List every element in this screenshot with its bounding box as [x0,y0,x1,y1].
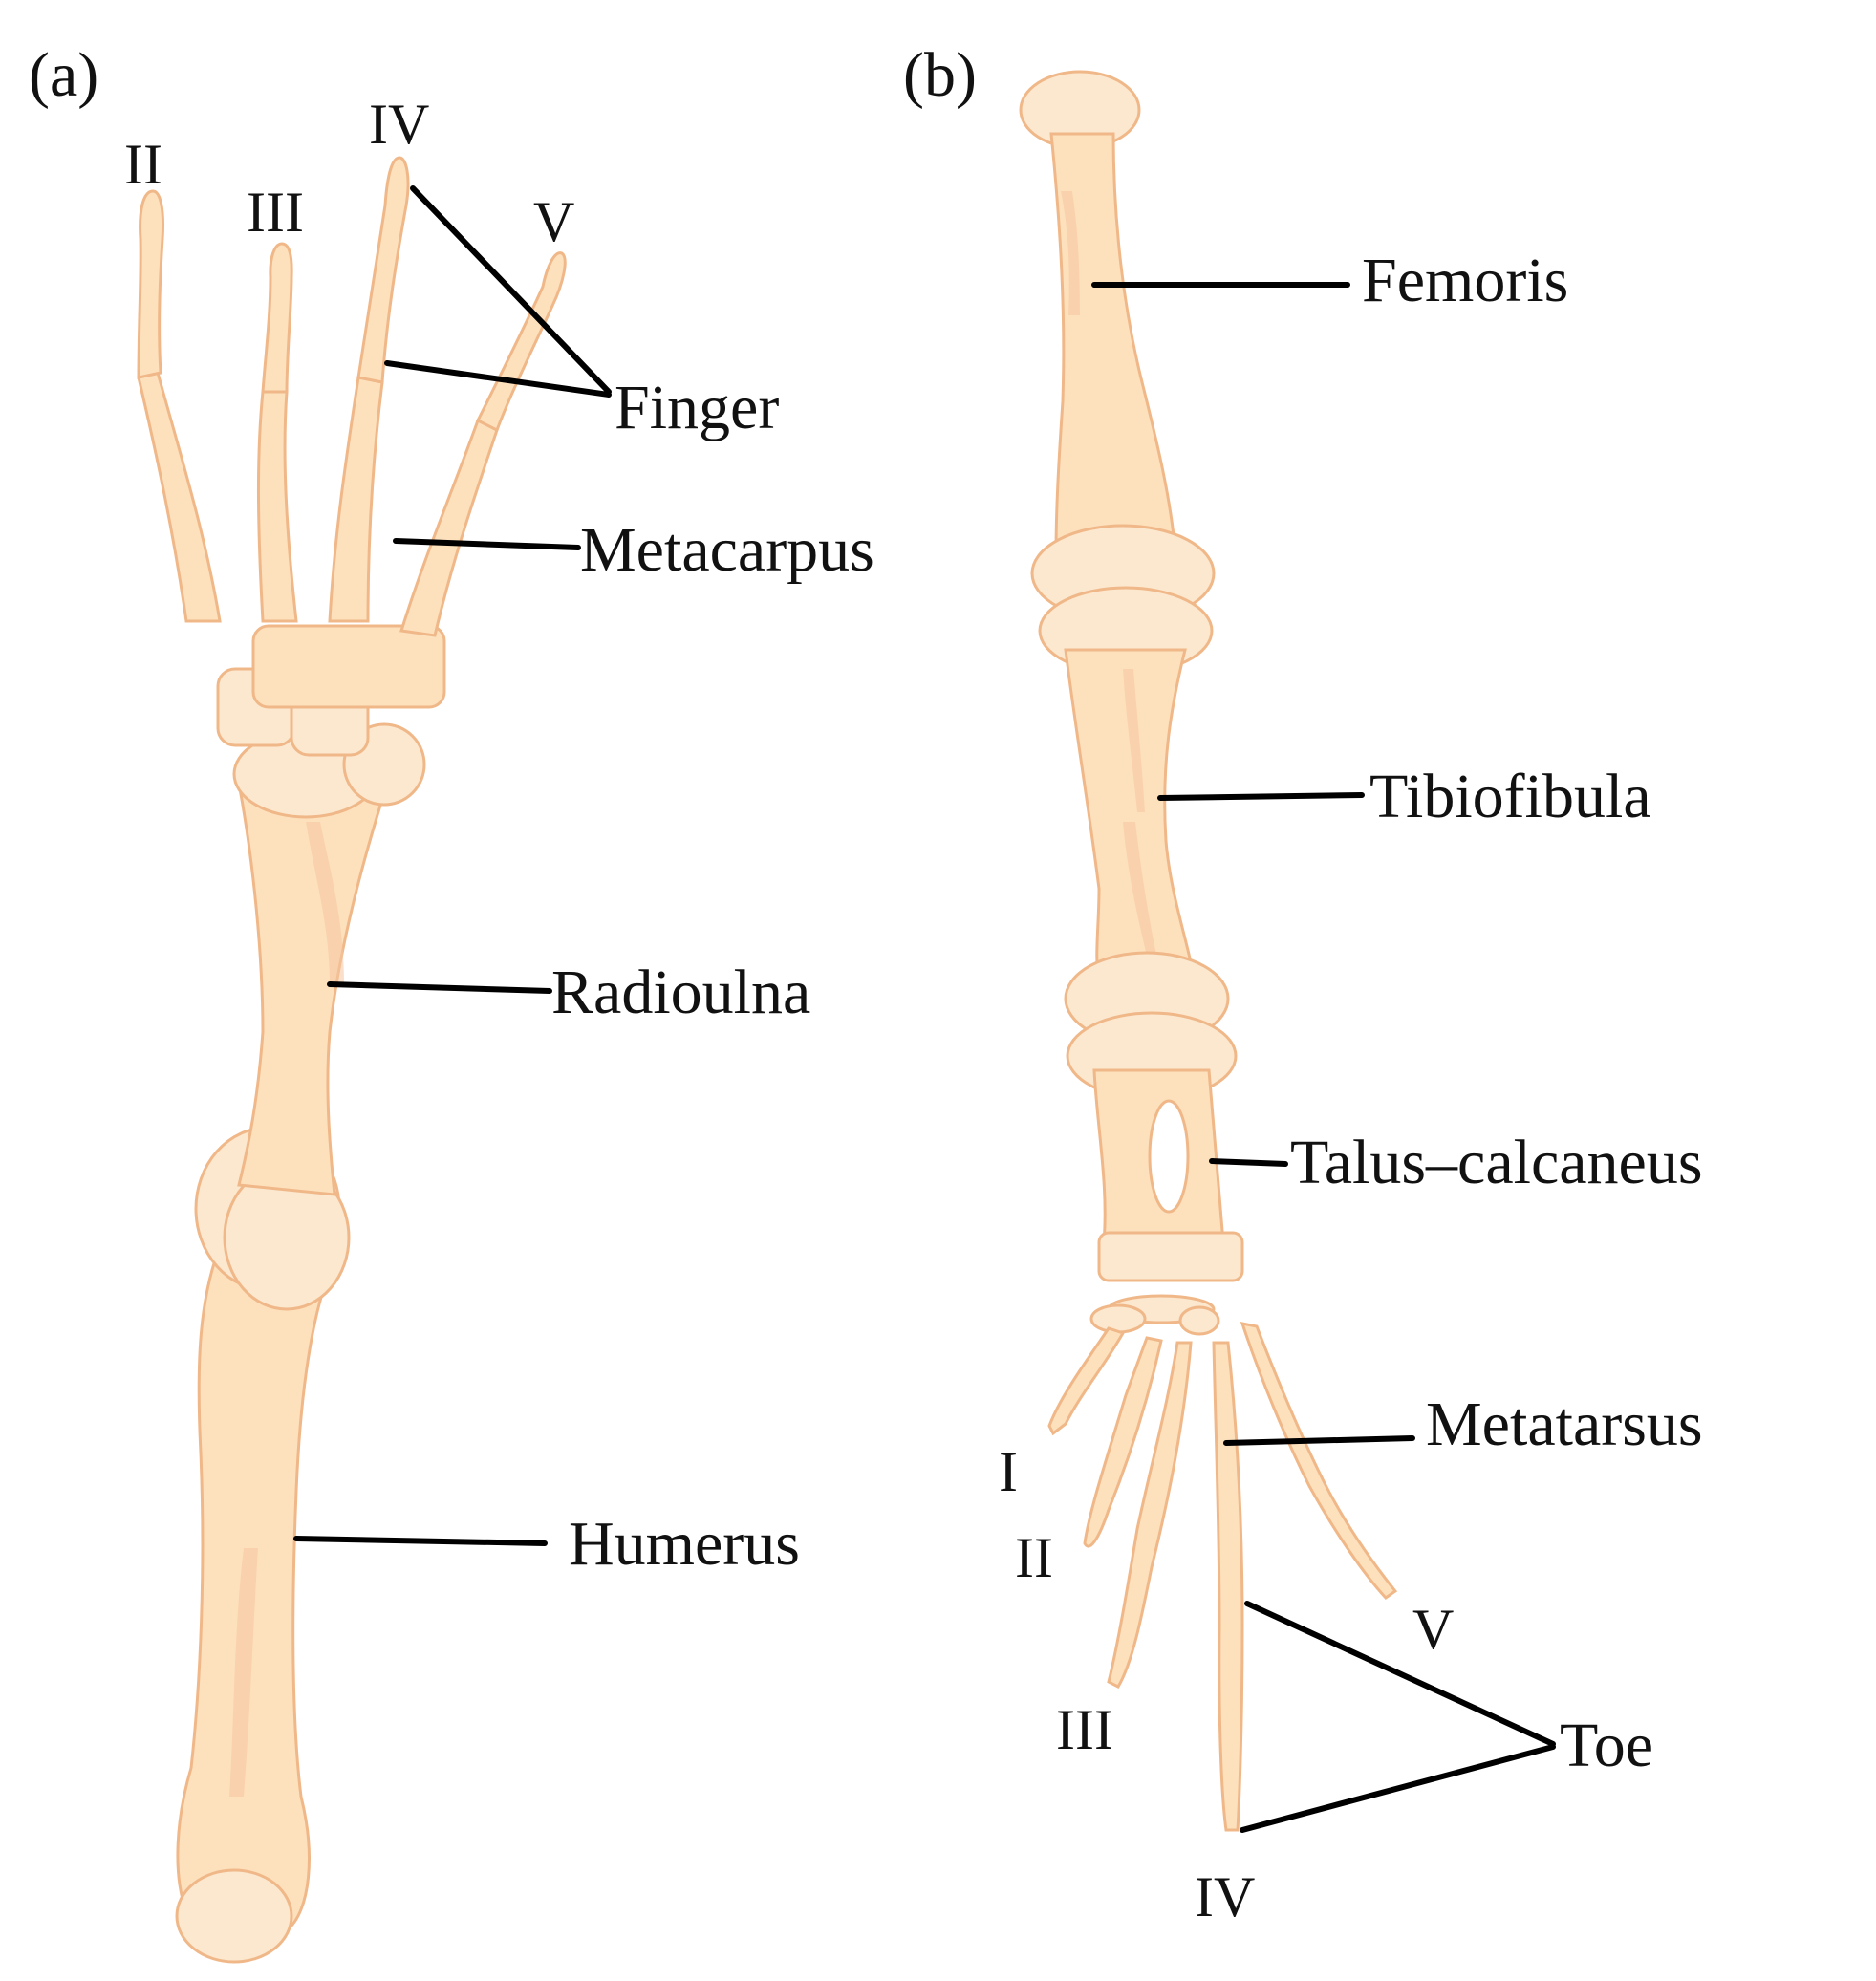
metatarsus-label: Metatarsus [1426,1389,1703,1459]
talus-calcaneus-gap [1148,1099,1190,1214]
metacarpus-leader [393,538,581,550]
panel-a-label: (a) [29,40,98,110]
radioulna-label: Radioulna [551,958,810,1027]
toe-leader-upper [1244,1601,1556,1747]
hindlimb-digit-v-label: V [1412,1598,1454,1661]
hindlimb-leaders [1091,282,1556,1833]
toe-iii [1107,1341,1193,1689]
tibiofibula-label: Tibiofibula [1369,762,1651,831]
hindlimb-illustration [1019,70,1398,1832]
finger-leader-upper [410,185,612,395]
forelimb-leaders [293,185,612,1546]
hindlimb-digit-iv-label: IV [1195,1865,1255,1928]
metacarpal-bones [137,371,222,623]
femoris-label: Femoris [1362,246,1568,315]
metacarpus-label: Metacarpus [580,515,874,585]
toe-label: Toe [1560,1711,1653,1780]
humerus-head [175,1868,293,1964]
forelimb-digit-v-label: V [533,190,574,253]
toe-i [1047,1326,1126,1436]
metatarsus-leader [1223,1435,1415,1446]
toe-ii [1083,1336,1163,1548]
forelimb-digit-iv-label: IV [369,93,429,156]
talus-calcaneus-label: Talus–calcaneus [1290,1128,1703,1197]
toe-iv [1212,1341,1244,1832]
toe-v [1240,1322,1398,1600]
finger-label: Finger [615,373,779,442]
finger-leader-lower [384,360,612,398]
hindlimb-digit-i-label: I [999,1440,1018,1503]
talus-calcaneus-leader [1209,1158,1288,1167]
humerus-label: Humerus [569,1509,800,1579]
forelimb-illustration [137,156,567,1964]
forelimb-digit-ii-label: II [124,133,162,196]
finger-v [475,251,567,433]
finger-iii [261,242,293,394]
humerus-leader [293,1536,548,1546]
panel-b-label: (b) [903,40,977,110]
tibiofibula-leader [1157,792,1365,801]
radioulna-leader [327,981,552,994]
humerus-bone [176,1250,337,1946]
hindlimb-digit-ii-label: II [1015,1526,1053,1589]
finger-ii [137,189,164,379]
hindlimb-digit-iii-label: III [1056,1698,1113,1761]
finger-iv [356,156,410,384]
toe-leader-lower [1240,1744,1556,1833]
forelimb-digit-iii-label: III [247,181,304,244]
radioulna-bone [237,782,390,1196]
